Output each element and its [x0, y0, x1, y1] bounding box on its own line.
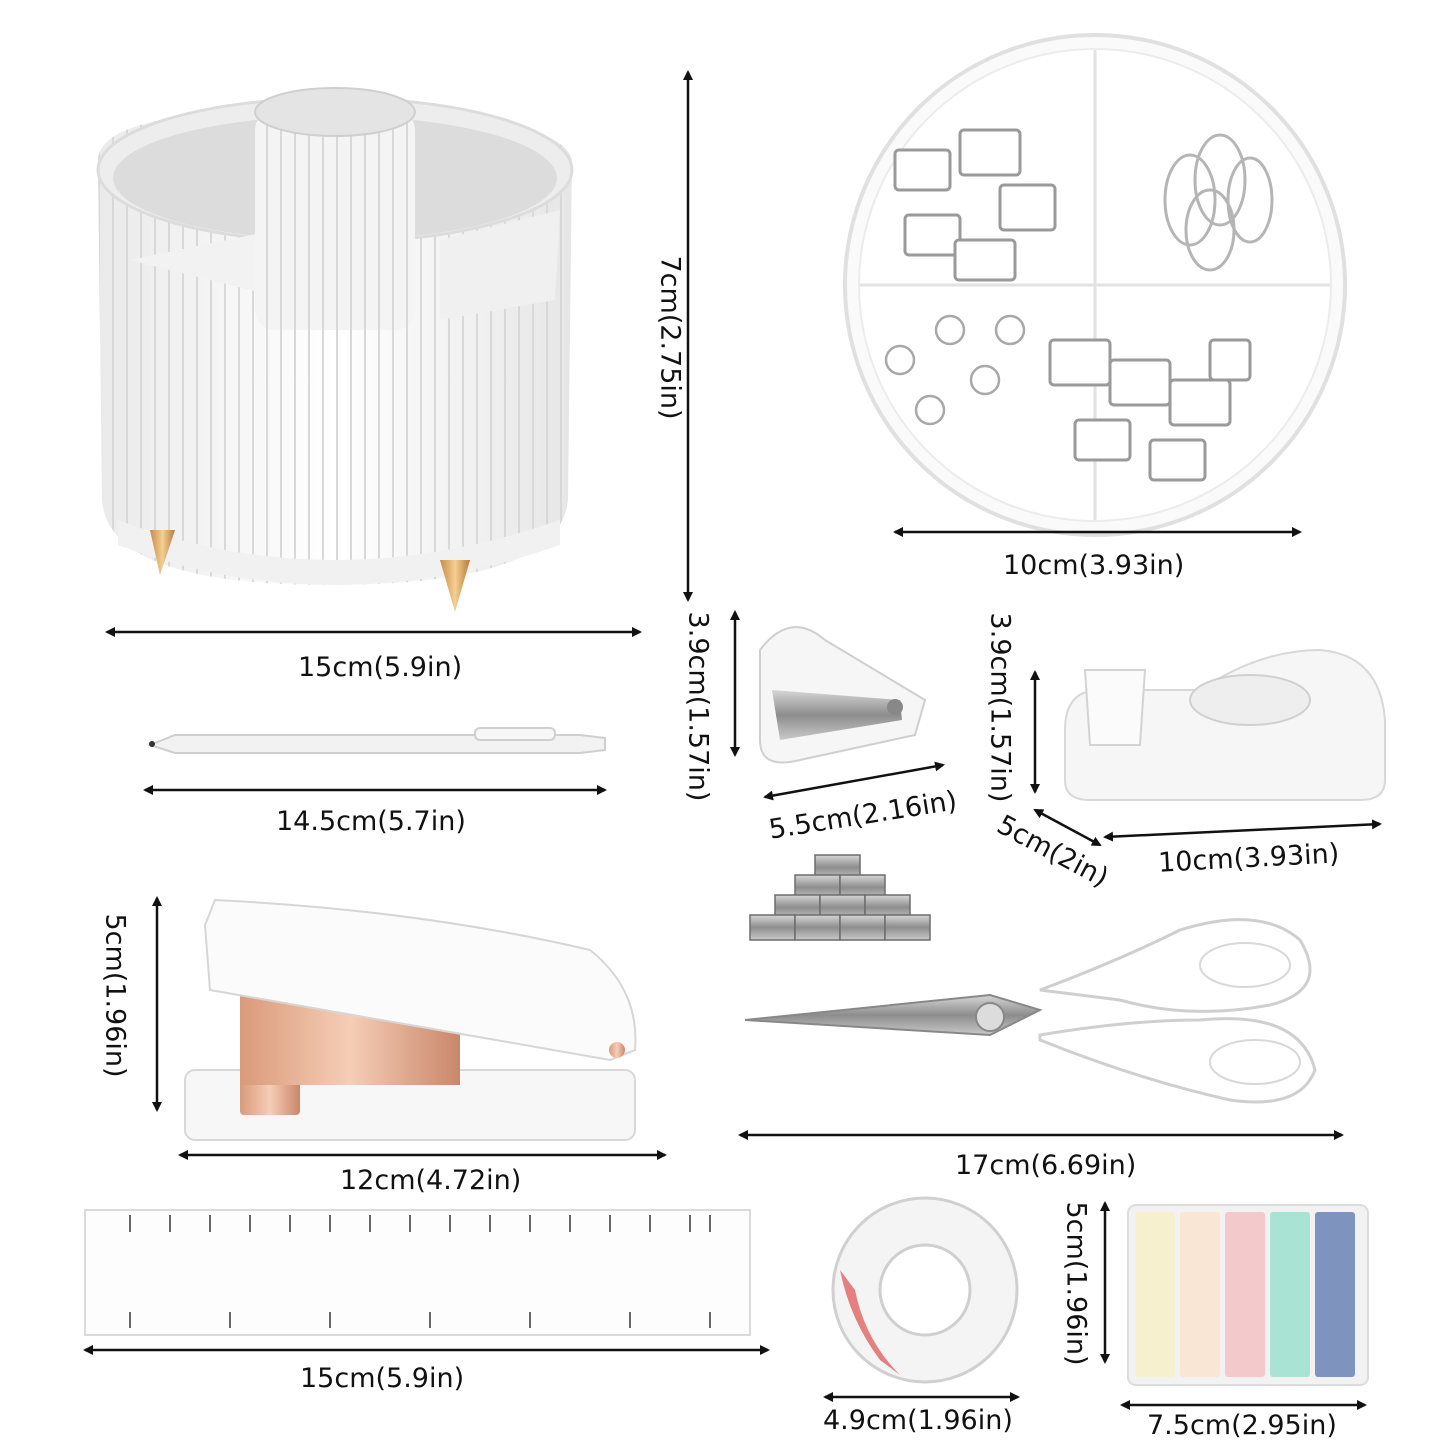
ruler-length-label: 15cm(5.9in)	[300, 1363, 465, 1394]
stapler-height-label: 5cm(1.96in)	[99, 913, 131, 1078]
sticky-tabs-width-label: 7.5cm(2.95in)	[1147, 1410, 1337, 1441]
organizer-width-label: 15cm(5.9in)	[298, 652, 463, 683]
tab-peach	[1180, 1212, 1220, 1377]
scissors	[744, 918, 1317, 1104]
sticky-tabs-height-label: 5cm(1.96in)	[1060, 1201, 1092, 1366]
sticky-tabs	[1127, 1204, 1369, 1386]
staple-remover-height-label: 3.9cm(1.57in)	[682, 611, 714, 802]
staple-remover	[759, 626, 927, 764]
tab-blue	[1315, 1212, 1355, 1377]
tape-roll-width-label: 4.9cm(1.96in)	[823, 1405, 1013, 1436]
tab-yellow	[1135, 1212, 1175, 1377]
pen-length-label: 14.5cm(5.7in)	[276, 806, 466, 837]
tab-mint	[1270, 1212, 1310, 1377]
pen-organizer	[96, 87, 574, 612]
organizer-height-label: 7cm(2.75in)	[654, 255, 686, 420]
clip-box-width-label: 10cm(3.93in)	[1003, 550, 1185, 581]
clip-box	[843, 33, 1347, 537]
pen	[147, 727, 606, 754]
stapler-length-label: 12cm(4.72in)	[340, 1165, 522, 1196]
dimension-lines	[83, 70, 1382, 1410]
stapler	[184, 898, 637, 1141]
tape-dispenser	[1064, 648, 1386, 801]
tape-roll	[831, 1196, 1019, 1384]
tape-dispenser-height-label: 3.9cm(1.57in)	[984, 612, 1016, 803]
ruler	[84, 1209, 751, 1336]
scissors-length-label: 17cm(6.69in)	[955, 1150, 1137, 1181]
tab-pink	[1225, 1212, 1265, 1377]
staples	[749, 854, 931, 941]
